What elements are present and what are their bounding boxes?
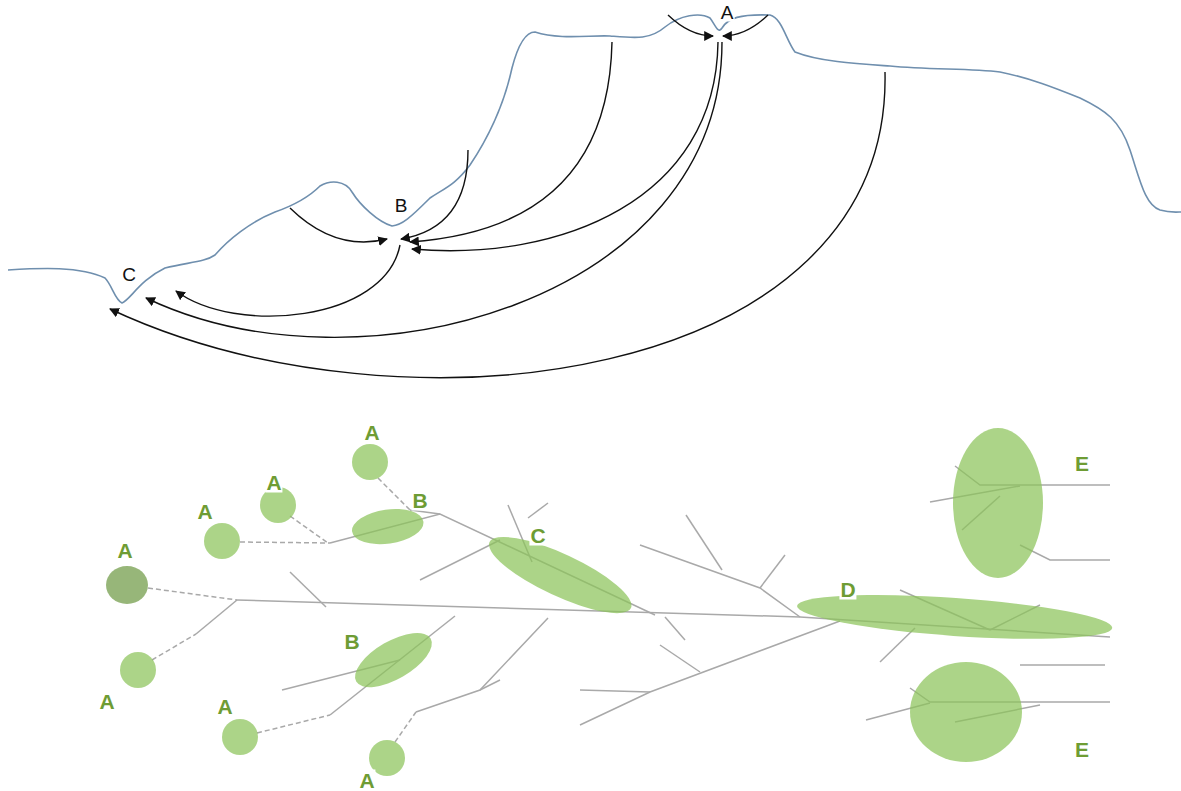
zone-ellipse — [350, 505, 426, 549]
zone-label: B — [411, 490, 428, 511]
zone-label: E — [1074, 453, 1090, 474]
zone-ellipse — [222, 719, 258, 755]
valley-label: C — [121, 265, 137, 284]
zone-ellipse — [953, 428, 1043, 578]
zone-shape — [204, 523, 240, 559]
zone-label: A — [358, 770, 375, 791]
stream-zone: C — [489, 537, 631, 613]
zone-shape — [953, 428, 1043, 578]
stream-zone: A — [352, 444, 388, 480]
stream-zone: A — [369, 740, 405, 776]
zone-label: A — [265, 472, 282, 493]
zone-ellipse — [120, 652, 156, 688]
valley-label: A — [720, 3, 735, 22]
zone-ellipse — [204, 523, 240, 559]
zone-label: A — [98, 691, 115, 712]
zone-shape — [352, 509, 423, 544]
stream-zone: E — [910, 662, 1022, 762]
stream-zone: B — [355, 633, 432, 687]
zone-shape — [352, 444, 388, 480]
zone-label: C — [529, 525, 546, 546]
zone-ellipse — [352, 444, 388, 480]
zone-label: B — [343, 630, 360, 651]
zone-shape — [797, 595, 1112, 639]
zone-shape — [106, 566, 148, 604]
stream-zone: A — [260, 487, 296, 523]
zone-label: A — [216, 696, 233, 717]
stream-zone: B — [352, 509, 423, 544]
zone-label: E — [1074, 739, 1090, 760]
zone-shape — [222, 719, 258, 755]
zone-label: D — [839, 579, 856, 600]
zone-label: A — [363, 422, 380, 443]
terrain-line — [8, 15, 1181, 303]
flow-arrows — [110, 15, 885, 378]
zone-ellipse — [480, 523, 639, 627]
stream-zone: A — [106, 566, 148, 604]
zone-ellipse — [910, 662, 1022, 762]
zone-ellipse — [106, 566, 148, 604]
zone-shape — [120, 652, 156, 688]
stream-zone: A — [204, 523, 240, 559]
zone-shape — [355, 633, 432, 687]
zone-shape — [910, 662, 1022, 762]
stream-zone: A — [222, 719, 258, 755]
valley-label: B — [394, 196, 409, 215]
zone-label: A — [196, 501, 213, 522]
stream-zone: E — [953, 428, 1043, 578]
zone-label: A — [116, 540, 133, 561]
zone-shape — [489, 537, 631, 613]
stream-zone: A — [120, 652, 156, 688]
stream-zone: D — [797, 595, 1112, 639]
